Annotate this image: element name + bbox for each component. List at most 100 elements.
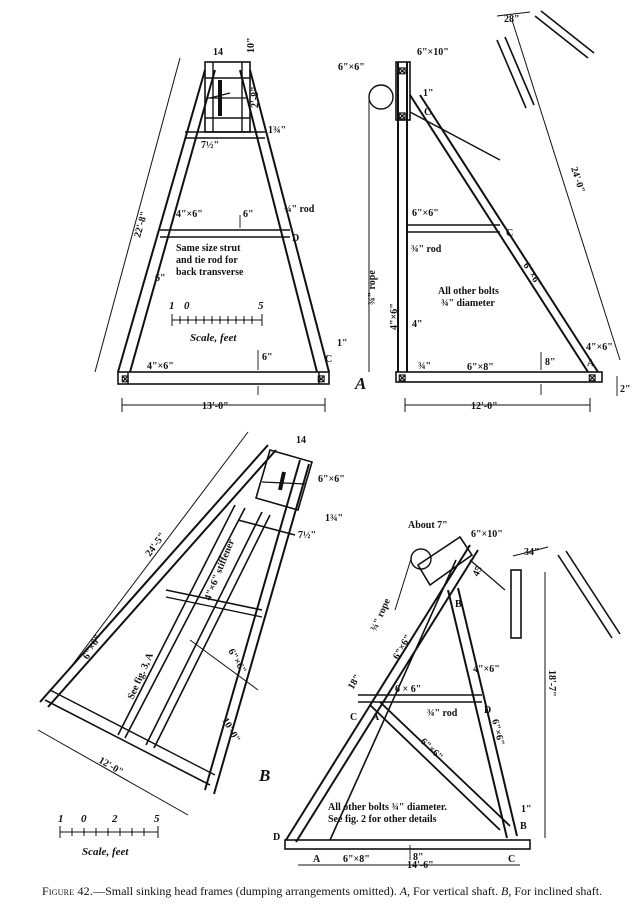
brace-6x6: 6"×6" <box>412 208 439 219</box>
b-dim-base: 14'-6" <box>407 860 434 870</box>
figure-a-letter: A <box>354 374 366 393</box>
dim-base-six: 6" <box>262 352 273 363</box>
b-see-fig: See fig. 3, A <box>126 651 157 702</box>
label-c-mid: C <box>506 228 513 239</box>
caption-b-label: B <box>501 884 509 898</box>
svg-text:⊠: ⊠ <box>398 111 406 122</box>
caption-text: —Small sinking head frames (dumping arra… <box>93 884 397 898</box>
strut-size: 4"×6" <box>176 209 203 220</box>
fig-b-side-labels: About 7" 6"×10" 45 B 34" ¾" rope 6"×6" 1… <box>273 520 557 870</box>
scale-a-tick-0: 1 <box>169 300 175 312</box>
dim-24: 24'-0" <box>568 166 587 195</box>
dim-seven-half: 7½" <box>201 140 219 151</box>
b-label-d-low: D <box>273 832 280 843</box>
b-note-2: See fig. 2 for other details <box>328 814 437 825</box>
rope-side: ¾" rope <box>367 270 378 305</box>
svg-text:⊠: ⊠ <box>317 374 325 385</box>
note-line-3: back transverse <box>176 267 244 278</box>
note-bolts-2: ¾" diameter <box>441 298 495 309</box>
caption-a-text: , For vertical shaft. <box>407 884 499 898</box>
b-dim-34: 34" <box>524 547 540 558</box>
b-about-7: About 7" <box>408 520 448 531</box>
scale-b-tick-2: 2 <box>111 813 118 825</box>
b-rope: ¾" rope <box>369 596 393 633</box>
technical-drawing: ⊠ ⊠ 14 10" 2'-8" 1¾" 7½" 22'-8" 4"×6 <box>37 10 631 870</box>
label-d: D <box>292 233 299 244</box>
label-c-top: C <box>424 107 431 118</box>
fig-a-front-labels: 14 10" 2'-8" 1¾" 7½" 22'-8" 4"×6" 6" ¾" … <box>132 37 366 412</box>
b-label-c: C <box>350 712 357 723</box>
note-line-1: Same size strut <box>176 243 241 254</box>
svg-text:⊠: ⊠ <box>121 374 129 385</box>
dim-base-width: 13'-0" <box>202 401 229 412</box>
figure-caption: Figure 42.—Small sinking head frames (du… <box>6 885 638 898</box>
dim-mid-six: 6" <box>243 209 254 220</box>
scale-a-tick-1: 0 <box>184 300 190 312</box>
scale-b-tick-1: 1 <box>58 813 64 825</box>
label-c: C <box>325 354 332 365</box>
sill-6x6: 6"×6" <box>338 62 365 73</box>
b-dim-14: 14 <box>296 435 306 446</box>
brace-diag: 6"×6" <box>520 261 544 290</box>
dim-crown: 2'-8" <box>250 86 261 108</box>
svg-text:⊠: ⊠ <box>588 373 596 384</box>
b-diag-6x6: 6"×6" <box>418 736 445 763</box>
b-dim-7-half: 7½" <box>298 530 316 541</box>
b-dim-18-7: 18'-7" <box>546 670 557 697</box>
dim-leg-six: 6" <box>155 273 166 284</box>
b-dim-18: 18" <box>346 673 363 692</box>
b-label-d: D <box>484 705 491 716</box>
cap-6x10: 6"×10" <box>417 47 449 58</box>
fig-a-side-elevation: ⊠ ⊠ ⊠ ⊠ <box>368 10 621 412</box>
b-head-6x6: 6"×6" <box>318 474 345 485</box>
base-beam-size: 4"×6" <box>147 361 174 372</box>
dim-1-side: 1" <box>423 88 434 99</box>
b-label-a-low: A <box>313 854 321 865</box>
scale-a-caption: Scale, feet <box>190 332 237 344</box>
figure-b-letter: B <box>258 766 270 785</box>
fig-a-side-labels: 6"×6" 6"×10" 1" C 28" 24'-0" 6"×6" C ¾" … <box>338 14 631 412</box>
b-dim-1-3-4: 1¾" <box>325 513 343 524</box>
b-note-1: All other bolts ¾" diameter. <box>328 802 447 813</box>
b-label-b-low: B <box>520 821 527 832</box>
dim-2: 2" <box>620 384 631 395</box>
dim-base-side: 12'-0" <box>471 401 498 412</box>
b-dim-45: 45 <box>471 565 485 579</box>
dim-4: 4" <box>412 319 423 330</box>
b-label-a: A <box>372 712 380 723</box>
b-sill-6x8: 6"×8" <box>343 854 370 865</box>
fig-b-front-elevation <box>37 431 313 838</box>
scale-a-tick-5: 5 <box>258 300 264 312</box>
label-a-side: A <box>587 358 595 369</box>
dim-8: 8" <box>545 357 556 368</box>
scale-b-tick-0: 0 <box>81 813 87 825</box>
dim-one: 1" <box>337 338 348 349</box>
b-dim-1: 1" <box>521 804 532 815</box>
scale-b-tick-5: 5 <box>154 813 160 825</box>
b-foot-4x6: 4"×6" <box>473 664 500 675</box>
dim-3-4: ¾" <box>418 361 431 372</box>
scale-b-caption: Scale, feet <box>82 846 129 858</box>
b-dim-12: 12'-0" <box>97 755 126 778</box>
note-line-2: and tie rod for <box>176 255 238 266</box>
svg-text:⊠: ⊠ <box>398 373 406 384</box>
dim-top-width: 14 <box>213 47 223 58</box>
caption-a-label: A <box>399 884 408 898</box>
b-label-c-low: C <box>508 854 515 865</box>
caption-figure-label: Figure 42. <box>41 884 94 898</box>
b-dim-8: 8" <box>413 852 424 863</box>
dim-height: 22'-8" <box>132 210 150 239</box>
b-cap-6x10: 6"×10" <box>471 529 503 540</box>
foot-4x6: 4"×6" <box>586 342 613 353</box>
svg-text:⊠: ⊠ <box>398 66 406 77</box>
fig-a-front-elevation: ⊠ ⊠ <box>94 57 330 412</box>
note-bolts-1: All other bolts <box>438 286 499 297</box>
caption-b-text: , For inclined shaft. <box>508 884 603 898</box>
top-28: 28" <box>504 14 520 25</box>
b-rod: ¾" rod <box>427 708 458 719</box>
fig-b-side-elevation <box>284 535 621 866</box>
b-label-b: B <box>455 599 462 610</box>
rod-label: ¾" rod <box>284 204 315 215</box>
dim-one-three-quarter: 1¾" <box>268 125 286 136</box>
rod-side: ¾" rod <box>411 244 442 255</box>
